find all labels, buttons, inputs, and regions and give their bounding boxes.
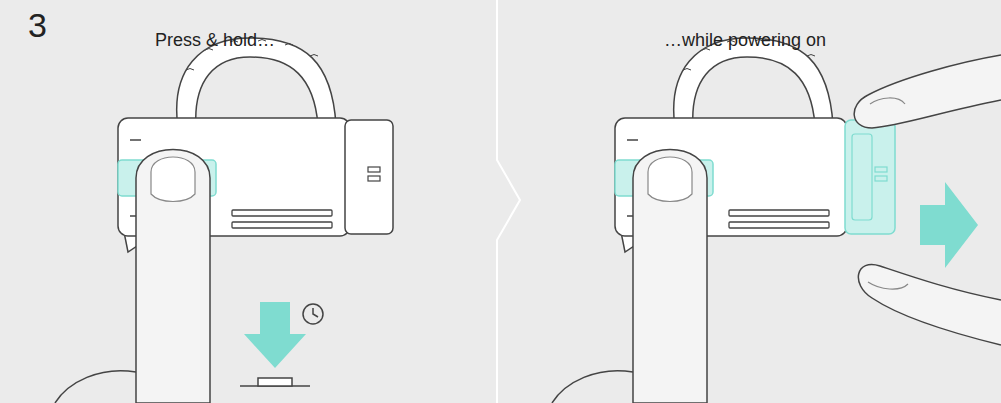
step-instruction: Press & hold… [155, 30, 275, 51]
step-number: 3 [28, 6, 47, 45]
step-instruction: …while powering on [664, 30, 826, 51]
